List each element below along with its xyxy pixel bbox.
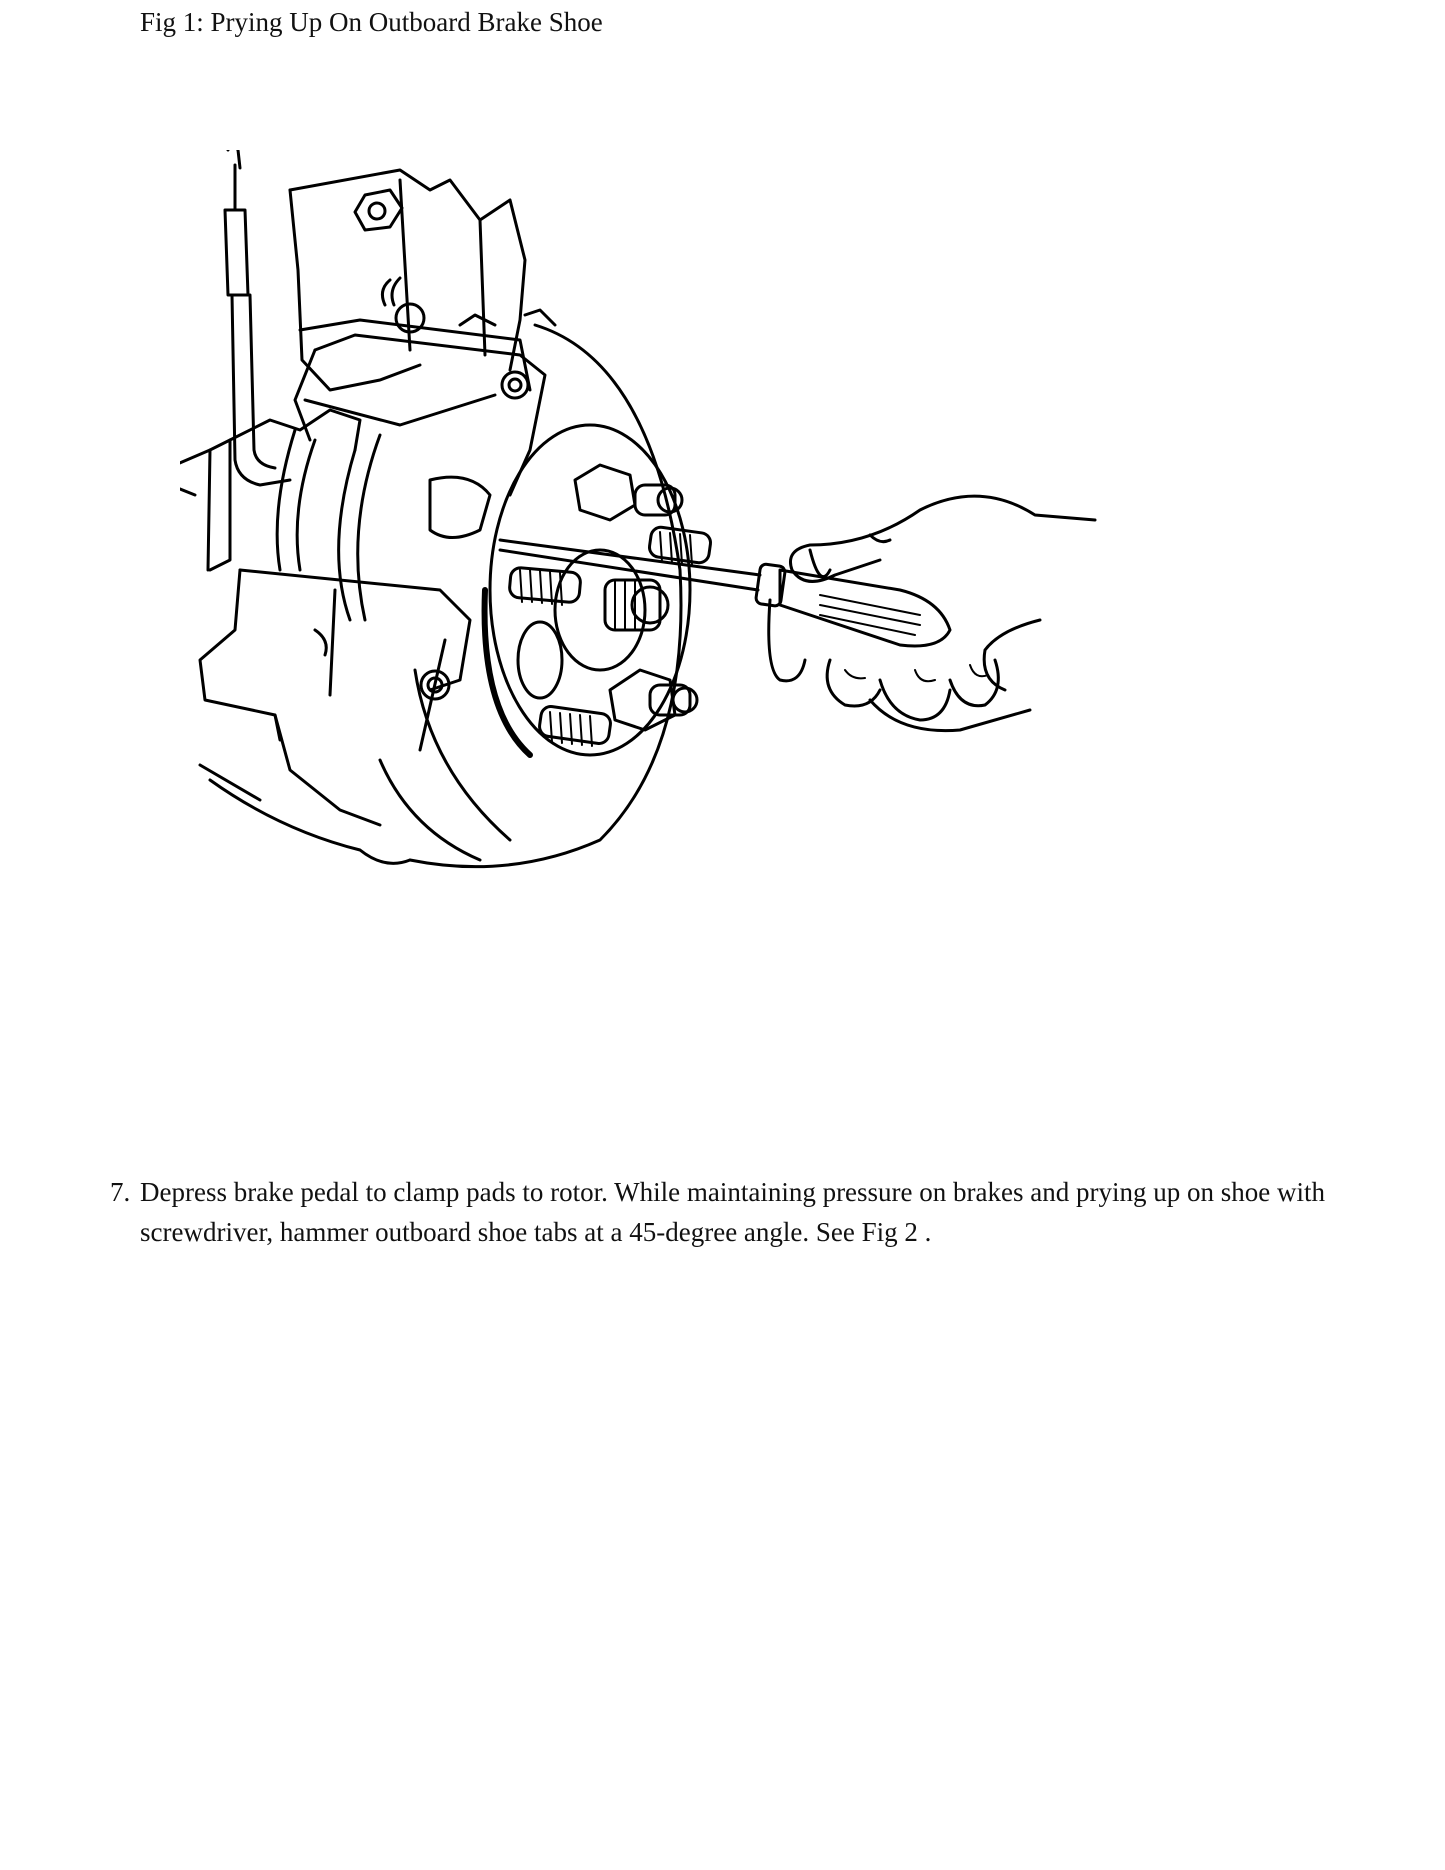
hand <box>767 494 1097 733</box>
wheel-hub <box>481 423 692 758</box>
step-number: 7. <box>110 1177 131 1207</box>
step-text: Depress brake pedal to clamp pads to rot… <box>140 1177 1325 1247</box>
lug-studs <box>508 483 713 747</box>
lug-nuts <box>573 463 677 732</box>
figure-caption: Fig 1: Prying Up On Outboard Brake Shoe <box>140 7 603 37</box>
steering-knuckle <box>288 168 527 392</box>
instruction-step: 7. Depress brake pedal to clamp pads to … <box>110 1172 1360 1252</box>
caliper-bracket <box>298 318 532 539</box>
brake-assembly-illustration <box>180 150 1310 1060</box>
brake-rotor <box>198 308 683 869</box>
brake-caliper <box>180 333 547 827</box>
brake-hose <box>223 150 292 487</box>
screwdriver <box>498 538 952 648</box>
